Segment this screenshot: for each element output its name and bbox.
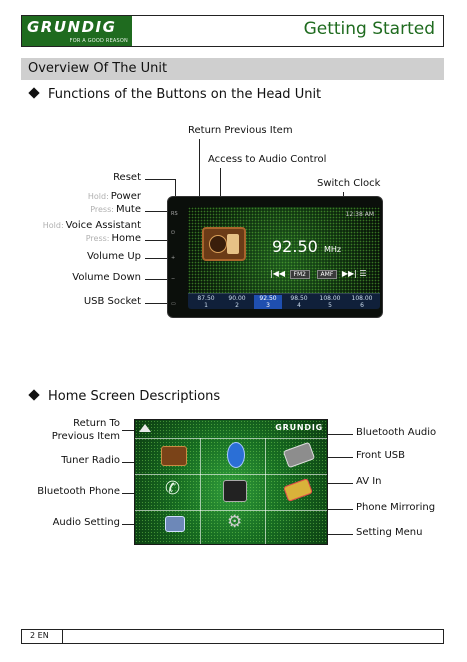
- label-voice-assistant: Hold:Voice Assistant: [42, 220, 141, 231]
- leader-line-power: [145, 211, 175, 212]
- label-phone-mirroring: Phone Mirroring: [356, 502, 436, 513]
- label-audio-setting: Audio Setting: [52, 517, 120, 528]
- label-access-audio-control: Access to Audio Control: [208, 154, 327, 165]
- logo-brand: GRUNDIG: [27, 18, 117, 36]
- label-front-usb: Front USB: [356, 450, 405, 461]
- bluetooth-audio-icon[interactable]: [227, 442, 245, 468]
- label-power: Hold:Power: [87, 191, 141, 202]
- page-number: 2 EN: [22, 630, 63, 643]
- bluetooth-phone-icon[interactable]: ✆: [165, 478, 181, 499]
- seek-back-icon[interactable]: |◀◀: [270, 269, 285, 278]
- home-screen: GRUNDIG ✆ ⚙: [134, 419, 328, 545]
- head-unit-subtitle: Functions of the Buttons on the Head Uni…: [28, 87, 322, 102]
- clock-readout[interactable]: 12:38 AM: [345, 211, 374, 218]
- leader-line-reset-v: [175, 179, 176, 201]
- page-footer: 2 EN: [21, 629, 444, 644]
- page-header: GRUNDIG FOR A GOOD REASON Getting Starte…: [21, 15, 444, 47]
- power-button-icon[interactable]: ⏻: [171, 230, 175, 236]
- section-bar: Overview Of The Unit: [21, 58, 444, 80]
- band-button-amf[interactable]: AMF: [316, 270, 338, 279]
- label-usb-socket: USB Socket: [83, 296, 141, 307]
- label-tuner-radio: Tuner Radio: [61, 455, 120, 466]
- label-return-previous-item: Return Previous Item: [188, 125, 293, 136]
- leader-line-return-to: [122, 430, 140, 431]
- label-av-in: AV In: [356, 476, 382, 487]
- band-button-fm2[interactable]: FM2: [289, 270, 310, 279]
- header-title: Getting Started: [303, 19, 435, 39]
- logo-tagline: FOR A GOOD REASON: [69, 38, 128, 44]
- diamond-bullet-icon: [28, 389, 40, 401]
- leader-line-reset: [145, 179, 175, 180]
- label-previous-item: Previous Item: [51, 431, 120, 442]
- label-volume-up: Volume Up: [86, 251, 141, 262]
- grundig-logo: GRUNDIG FOR A GOOD REASON: [22, 16, 132, 46]
- label-return-to: Return To: [73, 418, 120, 429]
- head-unit-screen: 12:38 AM 92.50 MHz |◀◀ FM2 AMF ▶▶| ☰ 87.…: [188, 207, 380, 309]
- menu-icon[interactable]: ☰: [359, 269, 367, 278]
- reset-button-icon[interactable]: RS: [171, 211, 178, 217]
- label-setting-menu: Setting Menu: [356, 527, 423, 538]
- label-bluetooth-phone: Bluetooth Phone: [37, 486, 120, 497]
- head-unit-subtitle-text: Functions of the Buttons on the Head Uni…: [48, 87, 322, 102]
- leader-line-home: [145, 240, 175, 241]
- head-unit-device: RS ⏻ + − ▭ 12:38 AM 92.50 MHz |◀◀ FM2 AM…: [167, 196, 383, 318]
- volume-up-icon[interactable]: +: [171, 255, 176, 261]
- label-reset: Reset: [113, 172, 141, 183]
- leader-line-front-usb: [312, 457, 353, 458]
- home-screen-logo: GRUNDIG: [275, 423, 323, 432]
- tuner-radio-icon[interactable]: [161, 446, 187, 466]
- label-home: Press:Home: [85, 233, 141, 244]
- radio-icon: [202, 227, 246, 261]
- label-volume-down: Volume Down: [72, 272, 141, 283]
- label-mute: Press:Mute: [90, 204, 141, 215]
- diamond-bullet-icon: [28, 87, 40, 99]
- leader-line-volume-up: [145, 258, 175, 259]
- tuner-controls: |◀◀ FM2 AMF ▶▶| ☰: [270, 269, 367, 279]
- usb-socket-icon[interactable]: ▭: [171, 301, 176, 307]
- leader-line-usb: [145, 303, 175, 304]
- home-screen-subtitle-text: Home Screen Descriptions: [48, 389, 221, 404]
- leader-line-return: [199, 139, 200, 201]
- volume-down-icon[interactable]: −: [171, 276, 176, 282]
- phone-mirroring-icon[interactable]: [223, 480, 247, 502]
- leader-line-audio: [220, 168, 221, 201]
- leader-line-volume-down: [145, 279, 175, 280]
- frequency-unit: MHz: [324, 245, 342, 254]
- audio-setting-icon[interactable]: [165, 516, 185, 532]
- label-switch-clock: Switch Clock: [317, 178, 381, 189]
- seek-forward-icon[interactable]: ▶▶|: [341, 269, 357, 278]
- label-bluetooth-audio: Bluetooth Audio: [356, 427, 437, 438]
- home-screen-subtitle: Home Screen Descriptions: [28, 389, 221, 404]
- section-title: Overview Of The Unit: [28, 61, 168, 76]
- setting-menu-icon[interactable]: ⚙: [227, 512, 243, 532]
- frequency-readout: 92.50: [272, 237, 318, 256]
- leader-line-av-in: [312, 483, 353, 484]
- back-icon[interactable]: [139, 424, 151, 432]
